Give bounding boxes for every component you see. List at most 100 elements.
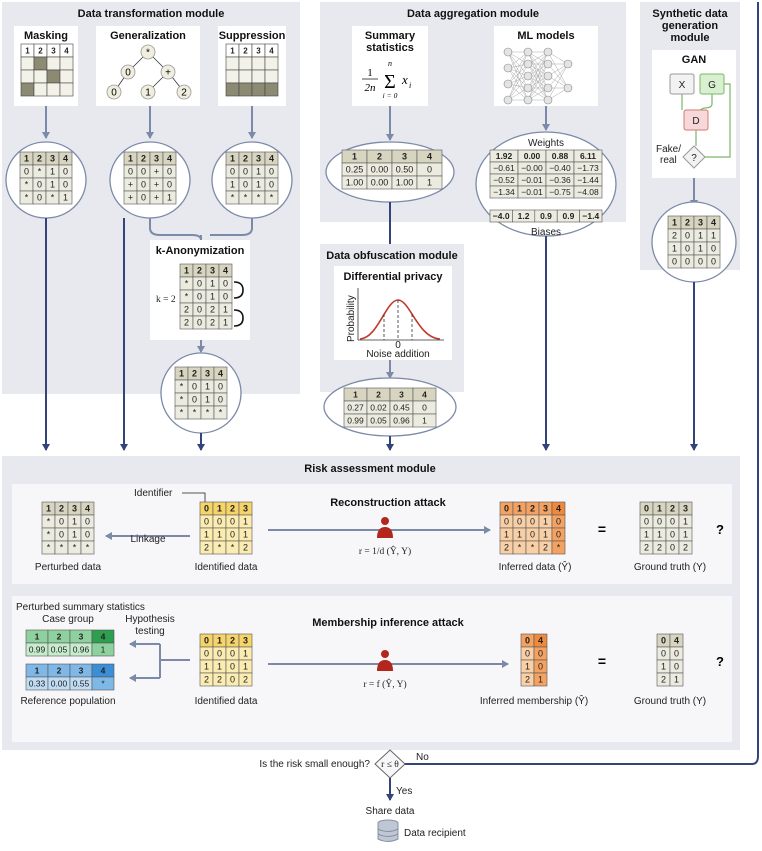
case-group-table-cell-1-3 xyxy=(91,642,115,657)
suppression-icon-text-0-3: 4 xyxy=(269,46,274,55)
kanon-output-table-text-0-2: 3 xyxy=(205,369,210,379)
masked-table-text-0-1: 2 xyxy=(37,154,42,164)
synthetic-table-text-2-3: 0 xyxy=(711,244,716,254)
gan-title: GAN xyxy=(682,54,707,66)
synthetic-table-text-3-1: 0 xyxy=(685,257,690,267)
dp-ylabel: Probability xyxy=(346,295,357,342)
kanon-table-text-0-0: 1 xyxy=(184,266,189,276)
ground-truth-table-text-3-1: 2 xyxy=(657,543,662,553)
ground-truth-table-text-2-2: 0 xyxy=(670,530,675,540)
dp-table-text-0-0: 1 xyxy=(353,390,358,400)
case-group-table-text-1-3: 1 xyxy=(101,645,106,655)
kanon-table-text-1-0: * xyxy=(185,279,189,289)
summary-table-text-2-3: 1 xyxy=(427,178,432,188)
perturbed-table-text-2-3: 0 xyxy=(85,530,90,540)
weights-label: Weights xyxy=(528,138,564,149)
mia-identified-table-text-1-0: 0 xyxy=(204,649,209,659)
inferred-table-text-3-2: * xyxy=(531,543,535,553)
transformation-title: Data transformation module xyxy=(78,8,225,20)
mia-ground-truth-table-text-0-0: 0 xyxy=(661,636,666,646)
perturbed-table-text-3-1: * xyxy=(60,543,64,553)
generalized-table-text-2-2: + xyxy=(154,180,159,190)
ground-truth-table-text-3-2: 0 xyxy=(670,543,675,553)
biases-table-cell-0-4 xyxy=(579,209,603,223)
masked-table-text-2-2: 1 xyxy=(50,180,55,190)
suppression-icon-cell-1-1 xyxy=(238,56,253,71)
masking-icon-cell-2-3 xyxy=(59,69,74,84)
masked-table-text-3-3: 1 xyxy=(63,193,68,203)
recipient-label: Data recipient xyxy=(404,828,466,839)
nn-node-2-2 xyxy=(543,71,553,81)
generalization-title: Generalization xyxy=(110,30,186,42)
membership-subpanel xyxy=(12,596,732,742)
neural-network-icon xyxy=(503,47,573,105)
question-2: ? xyxy=(716,654,724,669)
kanon-table-text-3-2: 2 xyxy=(210,305,215,315)
masked-table-text-1-1: * xyxy=(38,167,42,177)
tree-node-2 xyxy=(160,64,176,80)
kanon-table-text-4-3: 1 xyxy=(223,318,228,328)
linkage-label: Linkage xyxy=(130,534,165,545)
mia-identified-table-text-1-3: 1 xyxy=(243,649,248,659)
inferred-membership-table-text-2-1: 0 xyxy=(538,662,543,672)
inferred-membership-table-text-1-1: 0 xyxy=(538,649,543,659)
equals-1: = xyxy=(598,521,606,537)
decision-yes: Yes xyxy=(396,786,412,797)
nn-node-1-3 xyxy=(523,83,533,93)
kanon-table-text-0-3: 4 xyxy=(223,266,228,276)
inferred-table-cell-3-4 xyxy=(551,540,566,555)
kanon-output-table-text-0-1: 2 xyxy=(192,369,197,379)
mia-identified-table-text-3-0: 2 xyxy=(204,675,209,685)
kanon-output-table-text-1-3: 0 xyxy=(218,382,223,392)
kanon-table-text-3-1: 0 xyxy=(197,305,202,315)
inferred-table-text-3-4: * xyxy=(557,543,561,553)
decision-cond: r ≤ θ xyxy=(381,760,399,770)
suppressed-table-text-2-3: 0 xyxy=(269,180,274,190)
suppressed-table-text-1-3: 0 xyxy=(269,167,274,177)
weights-table-text-1-1: −0.00 xyxy=(521,163,543,173)
biases-table-text-0-4: −1.4 xyxy=(582,211,599,221)
synthetic-title-2: generation xyxy=(662,20,719,32)
nn-node-2-1 xyxy=(543,59,553,69)
perturbed-summary-label: Perturbed summary statistics xyxy=(16,602,145,613)
suppression-icon-cell-1-3 xyxy=(264,56,279,71)
nn-node-1-0 xyxy=(523,47,533,57)
weights-table-text-1-3: −1.73 xyxy=(577,163,599,173)
masking-icon-cell-1-0 xyxy=(20,56,35,71)
mia-identified-table-text-2-2: 0 xyxy=(230,662,235,672)
gan-q: ? xyxy=(691,153,697,164)
reference-table-text-0-2: 3 xyxy=(79,666,84,676)
inferred-membership-table-cell-3-1 xyxy=(533,672,548,687)
ground-truth-table-text-1-2: 0 xyxy=(670,517,675,527)
masked-table-text-2-0: * xyxy=(25,180,29,190)
weights-table-text-1-2: −0.40 xyxy=(549,163,571,173)
case-group-table-text-0-0: 1 xyxy=(35,632,40,642)
masking-icon-cell-2-2 xyxy=(46,69,61,84)
synthetic-table-text-1-0: 2 xyxy=(672,231,677,241)
masking-icon-cell-1-2 xyxy=(46,56,61,71)
inferred-table-text-2-3: 1 xyxy=(543,530,548,540)
ground-truth-table-text-0-2: 2 xyxy=(670,504,675,514)
suppressed-table-cell-3-3 xyxy=(264,190,279,205)
identified-table-text-2-0: 1 xyxy=(204,530,209,540)
mia-identified-table-text-2-1: 1 xyxy=(217,662,222,672)
kanon-bracket-icon xyxy=(233,281,244,327)
kanon-table-text-1-3: 0 xyxy=(223,279,228,289)
generalized-table-text-2-3: 0 xyxy=(167,180,172,190)
identified-table-text-2-3: 1 xyxy=(243,530,248,540)
tree-node-label-3: 0 xyxy=(111,88,117,99)
gan-fake: Fake/ xyxy=(656,144,681,155)
inferred-membership-label: Inferred membership (Ŷ) xyxy=(480,694,588,707)
dp-zero: 0 xyxy=(395,340,401,351)
gan-x: X xyxy=(679,80,686,91)
k-value: k = 2 xyxy=(156,295,176,305)
formula-sub: i xyxy=(409,81,411,90)
mia-identified-table-cell-3-3 xyxy=(238,672,253,687)
inferred-membership-table-text-0-1: 4 xyxy=(538,636,543,646)
generalized-table-text-0-3: 4 xyxy=(167,154,172,164)
identified-table-text-2-2: 0 xyxy=(230,530,235,540)
ground-truth-table-text-1-3: 1 xyxy=(683,517,688,527)
mia-ground-truth-table-text-1-0: 0 xyxy=(661,649,666,659)
